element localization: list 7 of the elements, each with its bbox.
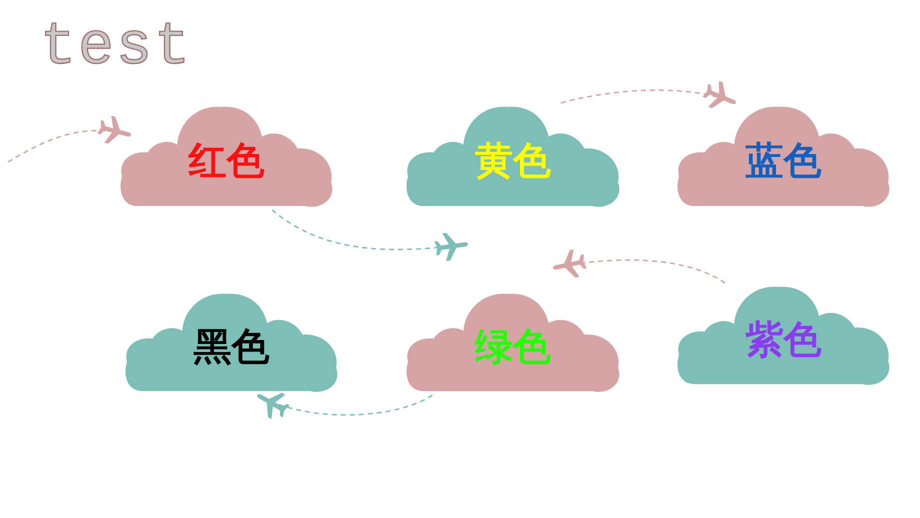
cloud-label: 紫色	[744, 318, 822, 361]
cloud-label: 黑色	[192, 326, 270, 368]
title: test	[40, 14, 192, 82]
cloud-label: 蓝色	[744, 140, 822, 182]
cloud-label: 绿色	[474, 326, 552, 368]
cloud-label: 黄色	[474, 140, 552, 182]
cloud-label: 红色	[187, 140, 266, 182]
